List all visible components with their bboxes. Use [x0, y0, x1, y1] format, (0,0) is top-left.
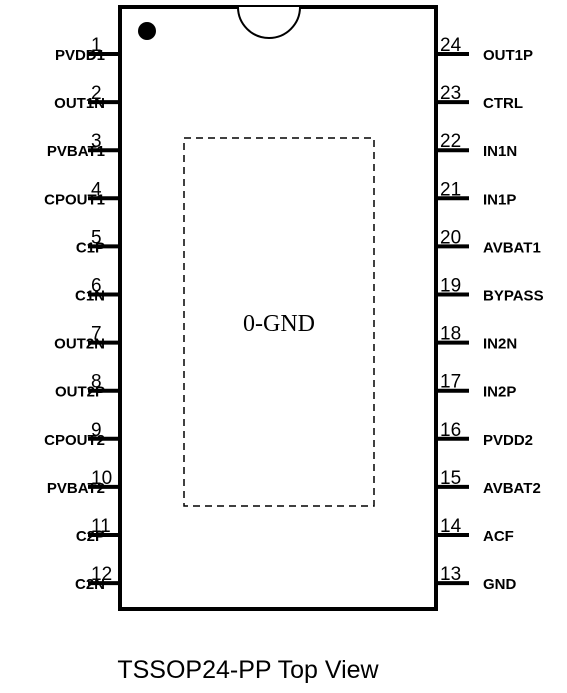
pin-number: 23	[440, 83, 461, 104]
package-caption: TSSOP24-PP Top View	[117, 656, 379, 684]
pin-name: AVBAT2	[483, 480, 541, 497]
pin-name: PVDD2	[483, 432, 533, 449]
pin-number: 17	[440, 372, 461, 393]
pin-name: C2N	[75, 576, 105, 593]
pin-number: 10	[91, 468, 112, 489]
pin-name: OUT2P	[55, 384, 105, 401]
pin-number: 21	[440, 179, 461, 200]
pin-name: AVBAT1	[483, 239, 541, 256]
pin-name: CPOUT1	[44, 191, 105, 208]
pin-name: PVDD1	[55, 47, 105, 64]
pin-name: PVBAT1	[47, 143, 105, 160]
pin-number: 3	[91, 131, 102, 152]
pin-name: PVBAT2	[47, 480, 105, 497]
pin-number: 22	[440, 131, 461, 152]
orientation-notch	[237, 6, 301, 39]
pin-number: 12	[91, 564, 112, 585]
pin-name: ACF	[483, 528, 514, 545]
pin-number: 5	[91, 227, 102, 248]
pin-number: 11	[91, 516, 111, 537]
pin-number: 13	[440, 564, 461, 585]
pin-number: 24	[440, 35, 462, 56]
pin-number: 4	[91, 179, 102, 200]
pin-name: IN1N	[483, 143, 517, 160]
pin-number: 9	[91, 420, 102, 441]
chip-body	[118, 5, 438, 611]
pin1-marker-dot	[138, 22, 156, 40]
pin-number: 1	[91, 35, 102, 56]
pin-number: 18	[440, 324, 461, 345]
pin-number: 16	[440, 420, 461, 441]
pin-name: C2P	[76, 528, 105, 545]
pin-number: 19	[440, 276, 461, 297]
exposed-pad-label: 0-GND	[243, 311, 315, 337]
pin-number: 7	[91, 324, 102, 345]
pin-name: OUT2N	[54, 336, 105, 353]
pin-name: IN1P	[483, 191, 516, 208]
pin-number: 8	[91, 372, 102, 393]
pin-name: GND	[483, 576, 517, 593]
exposed-pad	[183, 137, 375, 507]
pin-name: C1P	[76, 239, 105, 256]
pin-name: OUT1N	[54, 95, 105, 112]
pin-name: BYPASS	[483, 288, 544, 305]
pin-name: CTRL	[483, 95, 523, 112]
pin-name: IN2P	[483, 384, 516, 401]
pin-name: CPOUT2	[44, 432, 105, 449]
pin-number: 15	[440, 468, 461, 489]
pin-number: 14	[440, 516, 462, 537]
pin-name: C1N	[75, 288, 105, 305]
pin-number: 2	[91, 83, 102, 104]
pin-name: OUT1P	[483, 47, 533, 64]
pin-name: IN2N	[483, 336, 517, 353]
pin-number: 6	[91, 276, 102, 297]
pin-number: 20	[440, 227, 461, 248]
